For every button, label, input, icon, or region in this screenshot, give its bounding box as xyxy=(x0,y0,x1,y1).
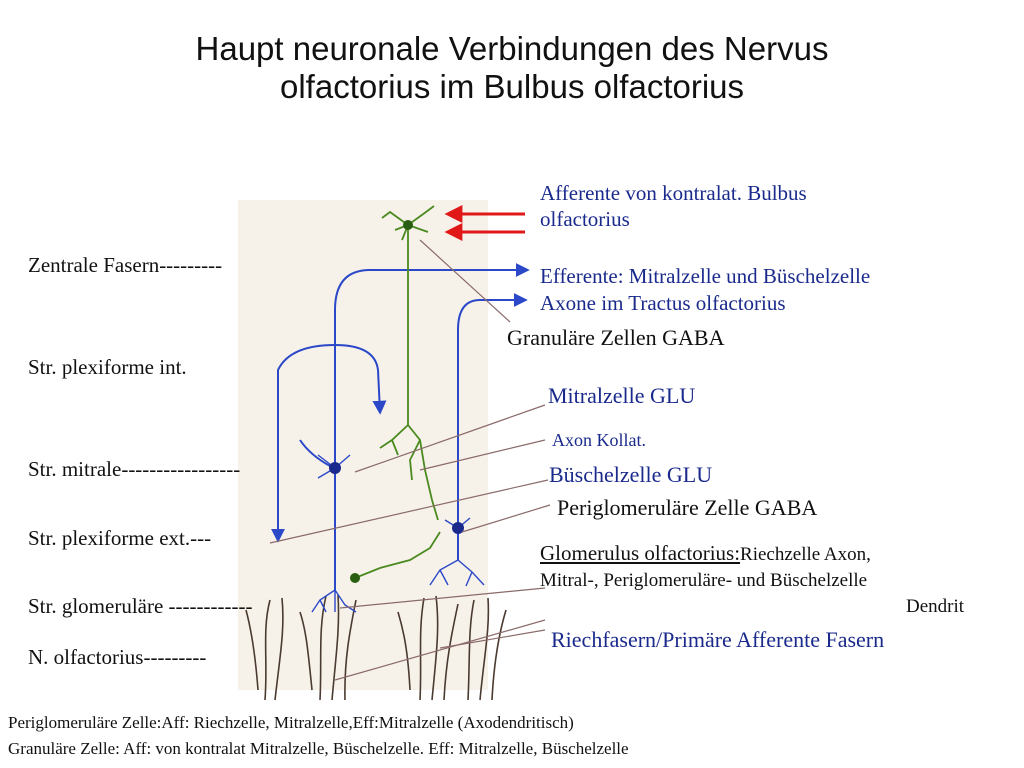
granule-cell-body xyxy=(403,220,413,230)
mitral-cell-body xyxy=(329,462,341,474)
label-glomerulus-heading: Glomerulus olfactorius: xyxy=(540,541,741,565)
layer-label-plexiforme-ext: Str. plexiforme ext.--- xyxy=(28,526,212,550)
layer-label-zentrale-fasern: Zentrale Fasern--------- xyxy=(28,253,223,277)
label-buschelzelle: Büschelzelle GLU xyxy=(549,462,713,487)
tissue-background xyxy=(238,200,488,690)
leader-lines xyxy=(269,239,551,681)
layer-label-n-olfactorius: N. olfactorius--------- xyxy=(28,645,207,669)
label-afferente: Afferente von kontralat. Bulbus olfactor… xyxy=(540,181,807,231)
layer-label-mitrale: Str. mitrale----------------- xyxy=(28,457,241,481)
slide-title: Haupt neuronale Verbindungen des Nervus … xyxy=(0,30,1024,106)
label-granulare-zellen: Granuläre Zellen GABA xyxy=(507,325,725,350)
label-riechfasern: Riechfasern/Primäre Afferente Fasern xyxy=(551,627,885,652)
footnote-periglomerulare: Periglomeruläre Zelle:Aff: Riechzelle, M… xyxy=(8,713,574,732)
efferent-axons xyxy=(271,263,530,590)
olfactory-nerve-fibers xyxy=(245,594,507,701)
tufted-cell-body xyxy=(452,522,464,534)
label-mitralzelle: Mitralzelle GLU xyxy=(548,383,696,408)
granule-cell xyxy=(354,205,441,579)
label-glomerulus: Glomerulus olfactorius:Riechzelle Axon, … xyxy=(540,541,965,617)
footnote-granulare: Granuläre Zelle: Aff: von kontralat Mitr… xyxy=(8,739,629,758)
label-periglomerulare-zelle: Periglomeruläre Zelle GABA xyxy=(557,495,818,520)
title-line-1: Haupt neuronale Verbindungen des Nervus xyxy=(195,30,829,67)
afferent-arrows xyxy=(444,205,525,241)
title-line-2: olfactorius im Bulbus olfactorius xyxy=(279,68,745,105)
layer-label-glomerulare: Str. glomeruläre ------------ xyxy=(28,594,253,618)
layer-label-plexiforme-int: Str. plexiforme int. xyxy=(28,355,187,379)
label-efferente: Efferente: Mitralzelle und Büschelzelle … xyxy=(540,264,871,315)
periglomerular-cell-body xyxy=(350,573,360,583)
label-axon-kollat: Axon Kollat. xyxy=(552,430,646,450)
